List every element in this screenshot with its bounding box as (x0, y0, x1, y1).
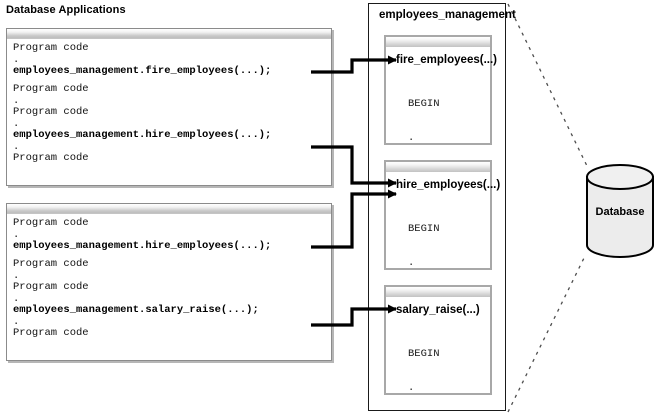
code-line: . (13, 141, 20, 153)
code-line: Program code (13, 42, 89, 54)
proc-hire-employees-name: hire_employees(...) (396, 179, 501, 191)
code-line: Program code (13, 217, 89, 229)
proc-salary-raise-name: salary_raise(...) (396, 304, 480, 316)
app-box-1-titlebar (7, 29, 331, 39)
proc-salary-raise-body: BEGIN . . END; (408, 325, 446, 417)
code-line: . (13, 229, 20, 241)
app-box-2-titlebar (7, 204, 331, 214)
app-box-1-code: Program code . employees_management.fire… (13, 42, 326, 181)
dashed-line-bottom (507, 257, 585, 413)
app-box-2-code: Program code . employees_management.hire… (13, 217, 326, 356)
app1-hire-employees-call: employees_management.hire_employees(...)… (13, 129, 272, 141)
code-line: . (13, 54, 20, 66)
proc-body-dot: . (408, 257, 415, 269)
database-applications-label: Database Applications (6, 4, 126, 16)
code-line: . (13, 293, 20, 305)
database-label: Database (595, 206, 645, 218)
app1-fire-employees-call: employees_management.fire_employees(...)… (13, 65, 272, 77)
code-line: . (13, 270, 20, 282)
proc-body-begin: BEGIN (408, 223, 440, 235)
code-line: . (13, 316, 20, 328)
code-line: Program code (13, 83, 89, 95)
application-box-1: Program code . employees_management.fire… (6, 28, 332, 186)
proc-fire-employees-titlebar (386, 37, 490, 47)
proc-body-dot: . (408, 382, 415, 394)
package-name-label: employees_management (379, 9, 516, 21)
code-line: . (13, 95, 20, 107)
dashed-line-top (507, 3, 589, 169)
proc-salary-raise-titlebar (386, 287, 490, 297)
proc-fire-employees: fire_employees(...) BEGIN . . END; (384, 35, 497, 211)
proc-hire-employees-titlebar (386, 162, 490, 172)
proc-body-dot: . (408, 132, 415, 144)
proc-salary-raise: salary_raise(...) BEGIN . . END; (384, 285, 492, 417)
app2-salary-raise-call: employees_management.salary_raise(...); (13, 304, 259, 316)
code-line: Program code (13, 327, 89, 339)
proc-hire-employees: hire_employees(...) BEGIN . . END; (384, 160, 500, 336)
proc-body-begin: BEGIN (408, 98, 440, 110)
app2-hire-employees-call: employees_management.hire_employees(...)… (13, 240, 272, 252)
database-cylinder-top (586, 164, 654, 190)
code-line: Program code (13, 106, 89, 118)
proc-body-begin: BEGIN (408, 348, 440, 360)
code-line: . (13, 118, 20, 130)
code-line: Program code (13, 281, 89, 293)
proc-fire-employees-name: fire_employees(...) (396, 54, 497, 66)
application-box-2: Program code . employees_management.hire… (6, 203, 332, 361)
code-line: Program code (13, 258, 89, 270)
code-line: Program code (13, 152, 89, 164)
